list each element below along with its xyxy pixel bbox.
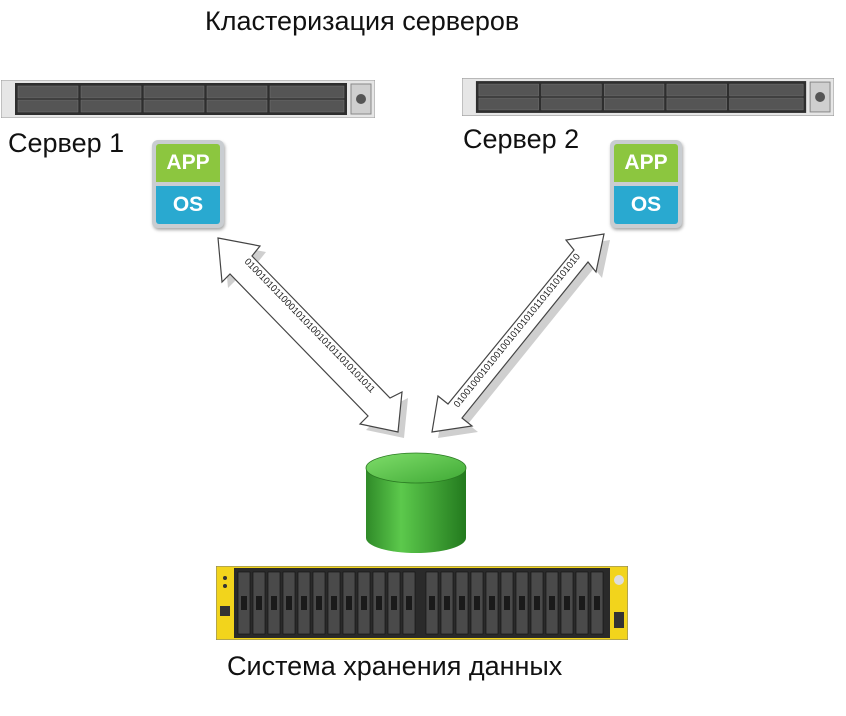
server-2-app-block: APP [614,144,678,182]
server-2-label: Сервер 2 [463,124,580,154]
storage-database-cylinder [365,452,467,553]
server-1-app-os-icon: APP OS [152,140,224,228]
server-2-rack [462,78,834,116]
diagram-title: Кластеризация серверов [205,6,520,36]
storage-array [216,566,628,640]
left-double-arrow [217,237,408,438]
server-1-os-block: OS [156,186,220,224]
right-double-arrow [431,233,610,438]
storage-label: Система хранения данных [227,651,563,681]
left-arrow-bits: 01001010110001010100101011010101011 [242,256,377,395]
server-1-rack [1,80,375,118]
server-2-os-block: OS [614,186,678,224]
right-arrow-bits: 0100100010100100101010101101010101010 [452,252,583,410]
server-1-app-block: APP [156,144,220,182]
server-1-label: Сервер 1 [8,128,125,158]
server-2-app-os-icon: APP OS [610,140,682,228]
